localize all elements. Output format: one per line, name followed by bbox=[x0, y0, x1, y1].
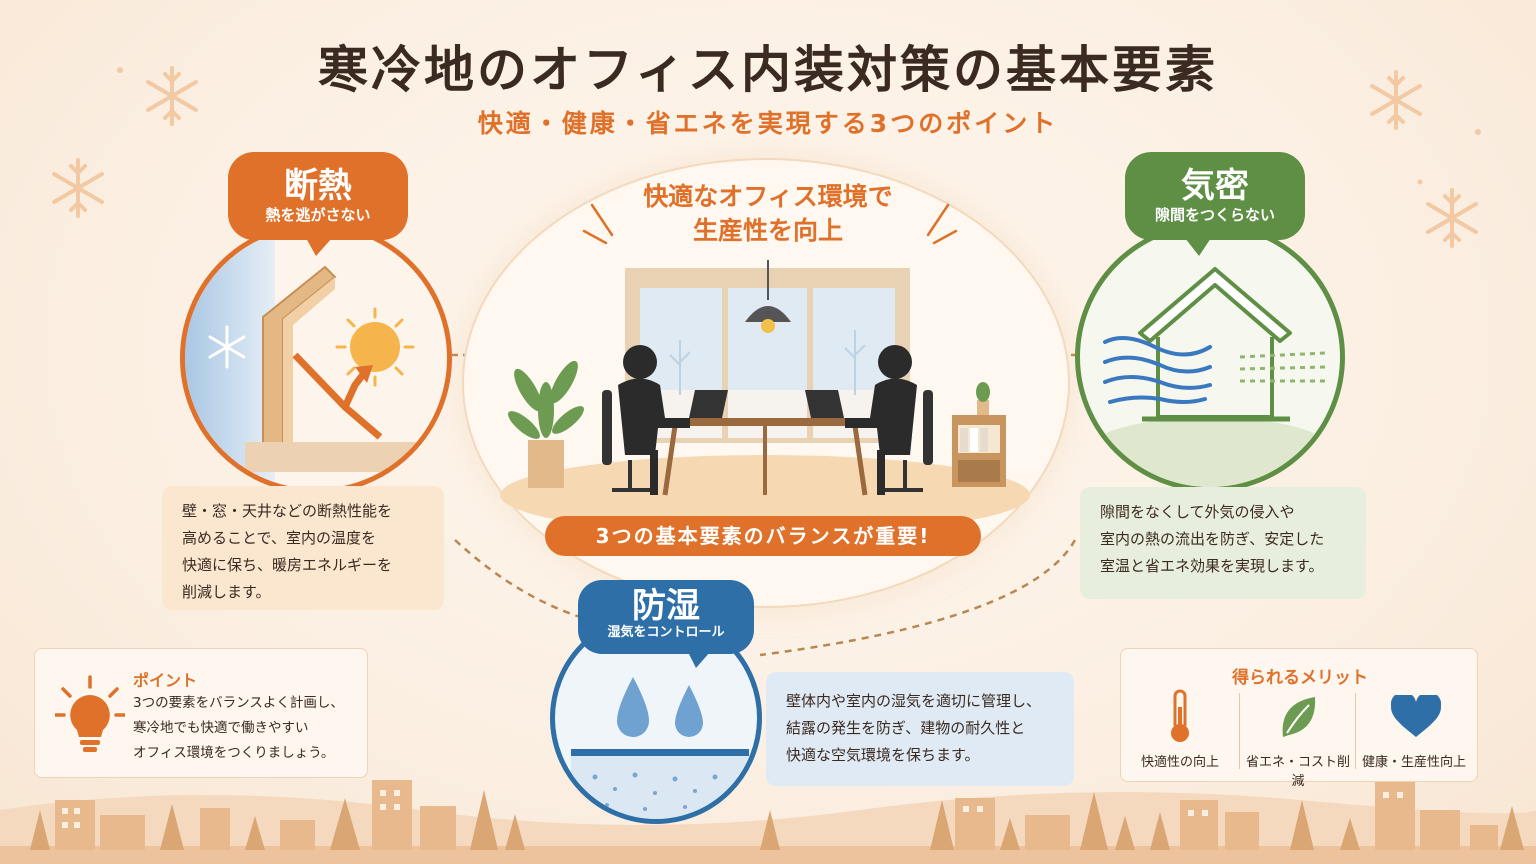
airtight-circle bbox=[1075, 222, 1345, 492]
merit-label-energy: 省エネ・コスト削減 bbox=[1245, 755, 1350, 789]
moisture-label: 防湿 bbox=[632, 586, 700, 626]
point-text: 3つの要素をバランスよく計画し、 寒冷地でも快適で働きやすい オフィス環境をつく… bbox=[133, 695, 344, 761]
merits-box: 得られるメリット 快適性の向上 省エネ・コスト削減 健康・生産性向上 bbox=[1120, 648, 1478, 789]
airtight-label: 気密 bbox=[1181, 166, 1249, 206]
insulation-illustration bbox=[185, 227, 445, 489]
heart-icon bbox=[1391, 695, 1441, 737]
center-heading: 快適なオフィス環境で 生産性を向上 bbox=[0, 180, 1536, 248]
office-illustration bbox=[500, 260, 1030, 520]
insulation-label: 断熱 bbox=[284, 166, 352, 206]
snowflake-icon bbox=[208, 325, 246, 369]
water-drop-icon bbox=[675, 685, 703, 737]
moisture-label-bubble: 防湿 湿気をコントロール bbox=[578, 580, 754, 668]
wind-icon bbox=[1103, 336, 1212, 404]
insulation-circle bbox=[180, 222, 452, 494]
moisture-description: 壁体内や室内の湿気を適切に管理し、 結露の発生を防ぎ、建物の耐久性と 快適な空気… bbox=[766, 672, 1074, 786]
point-title: ポイント bbox=[133, 671, 198, 690]
airtight-label-bubble: 気密 隙間をつくらない bbox=[1125, 152, 1305, 256]
leaf-icon bbox=[1282, 697, 1316, 737]
merit-label-comfort: 快適性の向上 bbox=[1140, 755, 1219, 770]
town-skyline bbox=[0, 780, 1536, 864]
airtight-sublabel: 隙間をつくらない bbox=[1154, 206, 1275, 224]
page-subtitle: 快適・健康・省エネを実現する3つのポイント bbox=[477, 109, 1059, 138]
airtight-description: 隙間をなくして外気の侵入や 室内の熱の流出を防ぎ、安定した 室温と省エネ効果を実… bbox=[1080, 487, 1366, 599]
page-title: 寒冷地のオフィス内装対策の基本要素 bbox=[318, 41, 1218, 99]
thermometer-icon bbox=[1171, 689, 1189, 742]
merit-label-health: 健康・生産性向上 bbox=[1361, 755, 1466, 770]
center-heading-line1: 快適なオフィス環境で bbox=[643, 182, 893, 211]
merits-title: 得られるメリット bbox=[1232, 668, 1368, 688]
insulation-label-bubble: 断熱 熱を逃がさない bbox=[228, 152, 408, 256]
point-box: ポイント 3つの要素をバランスよく計画し、 寒冷地でも快適で働きやすい オフィス… bbox=[34, 648, 368, 778]
airtight-illustration bbox=[1080, 267, 1340, 487]
house-icon bbox=[1138, 267, 1292, 343]
center-heading-line2: 生産性を向上 bbox=[692, 216, 843, 245]
balance-banner: 3つの基本要素のバランスが重要! bbox=[545, 516, 981, 556]
balance-banner-text: 3つの基本要素のバランスが重要! bbox=[595, 524, 931, 548]
water-drop-icon bbox=[617, 677, 649, 737]
heat-arrow-icon bbox=[292, 352, 368, 411]
lightbulb-icon bbox=[55, 675, 125, 752]
insulation-description: 壁・窓・天井などの断熱性能を 高めることで、室内の温度を 快適に保ち、暖房エネル… bbox=[162, 486, 444, 610]
insulation-sublabel: 熱を逃がさない bbox=[265, 206, 371, 224]
sun-icon bbox=[350, 322, 400, 372]
moisture-sublabel: 湿気をコントロール bbox=[607, 625, 725, 640]
sparkle-lines bbox=[582, 203, 958, 245]
